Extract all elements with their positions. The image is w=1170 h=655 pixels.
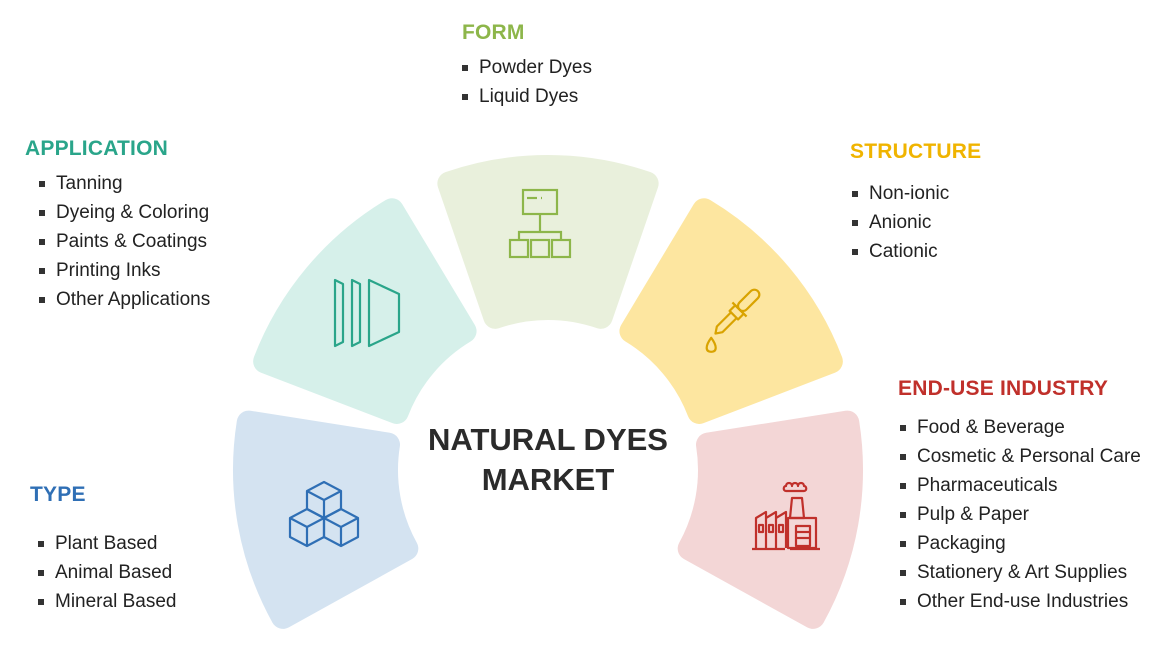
type-heading: TYPE bbox=[30, 483, 86, 506]
list-item: Plant Based bbox=[38, 529, 176, 558]
list-item: Cosmetic & Personal Care bbox=[900, 442, 1141, 471]
list-item: Stationery & Art Supplies bbox=[900, 558, 1141, 587]
end-use-heading: END-USE INDUSTRY bbox=[898, 377, 1109, 400]
dropper-icon bbox=[705, 288, 761, 353]
segment-application bbox=[253, 198, 477, 424]
list-item: Tanning bbox=[39, 169, 210, 198]
list-item: Other End-use Industries bbox=[900, 587, 1141, 616]
form-heading: FORM bbox=[462, 21, 525, 44]
factory-icon bbox=[752, 481, 820, 551]
list-item: Pharmaceuticals bbox=[900, 471, 1141, 500]
structure-heading: STRUCTURE bbox=[850, 140, 982, 163]
cubes-icon bbox=[288, 480, 360, 548]
list-item: Animal Based bbox=[38, 558, 176, 587]
list-item: Food & Beverage bbox=[900, 413, 1141, 442]
list-item: Dyeing & Coloring bbox=[39, 198, 210, 227]
list-item: Liquid Dyes bbox=[462, 82, 592, 111]
list-item: Printing Inks bbox=[39, 256, 210, 285]
title-line-1: NATURAL DYES bbox=[428, 422, 668, 457]
list-item: Paints & Coatings bbox=[39, 227, 210, 256]
list-item: Other Applications bbox=[39, 285, 210, 314]
list-item: Powder Dyes bbox=[462, 53, 592, 82]
list-item: Mineral Based bbox=[38, 587, 176, 616]
application-heading: APPLICATION bbox=[25, 137, 168, 160]
list-item: Packaging bbox=[900, 529, 1141, 558]
hierarchy-icon bbox=[508, 188, 572, 259]
title-line-2: MARKET bbox=[481, 462, 615, 497]
list-item: Anionic bbox=[852, 208, 981, 237]
layers-icon bbox=[333, 278, 401, 348]
segment-end-use bbox=[677, 410, 863, 629]
list-item: Pulp & Paper bbox=[900, 500, 1141, 529]
list-item: Non-ionic bbox=[852, 179, 981, 208]
list-item: Cationic bbox=[852, 237, 981, 266]
center-title: NATURAL DYES MARKET bbox=[398, 420, 698, 500]
